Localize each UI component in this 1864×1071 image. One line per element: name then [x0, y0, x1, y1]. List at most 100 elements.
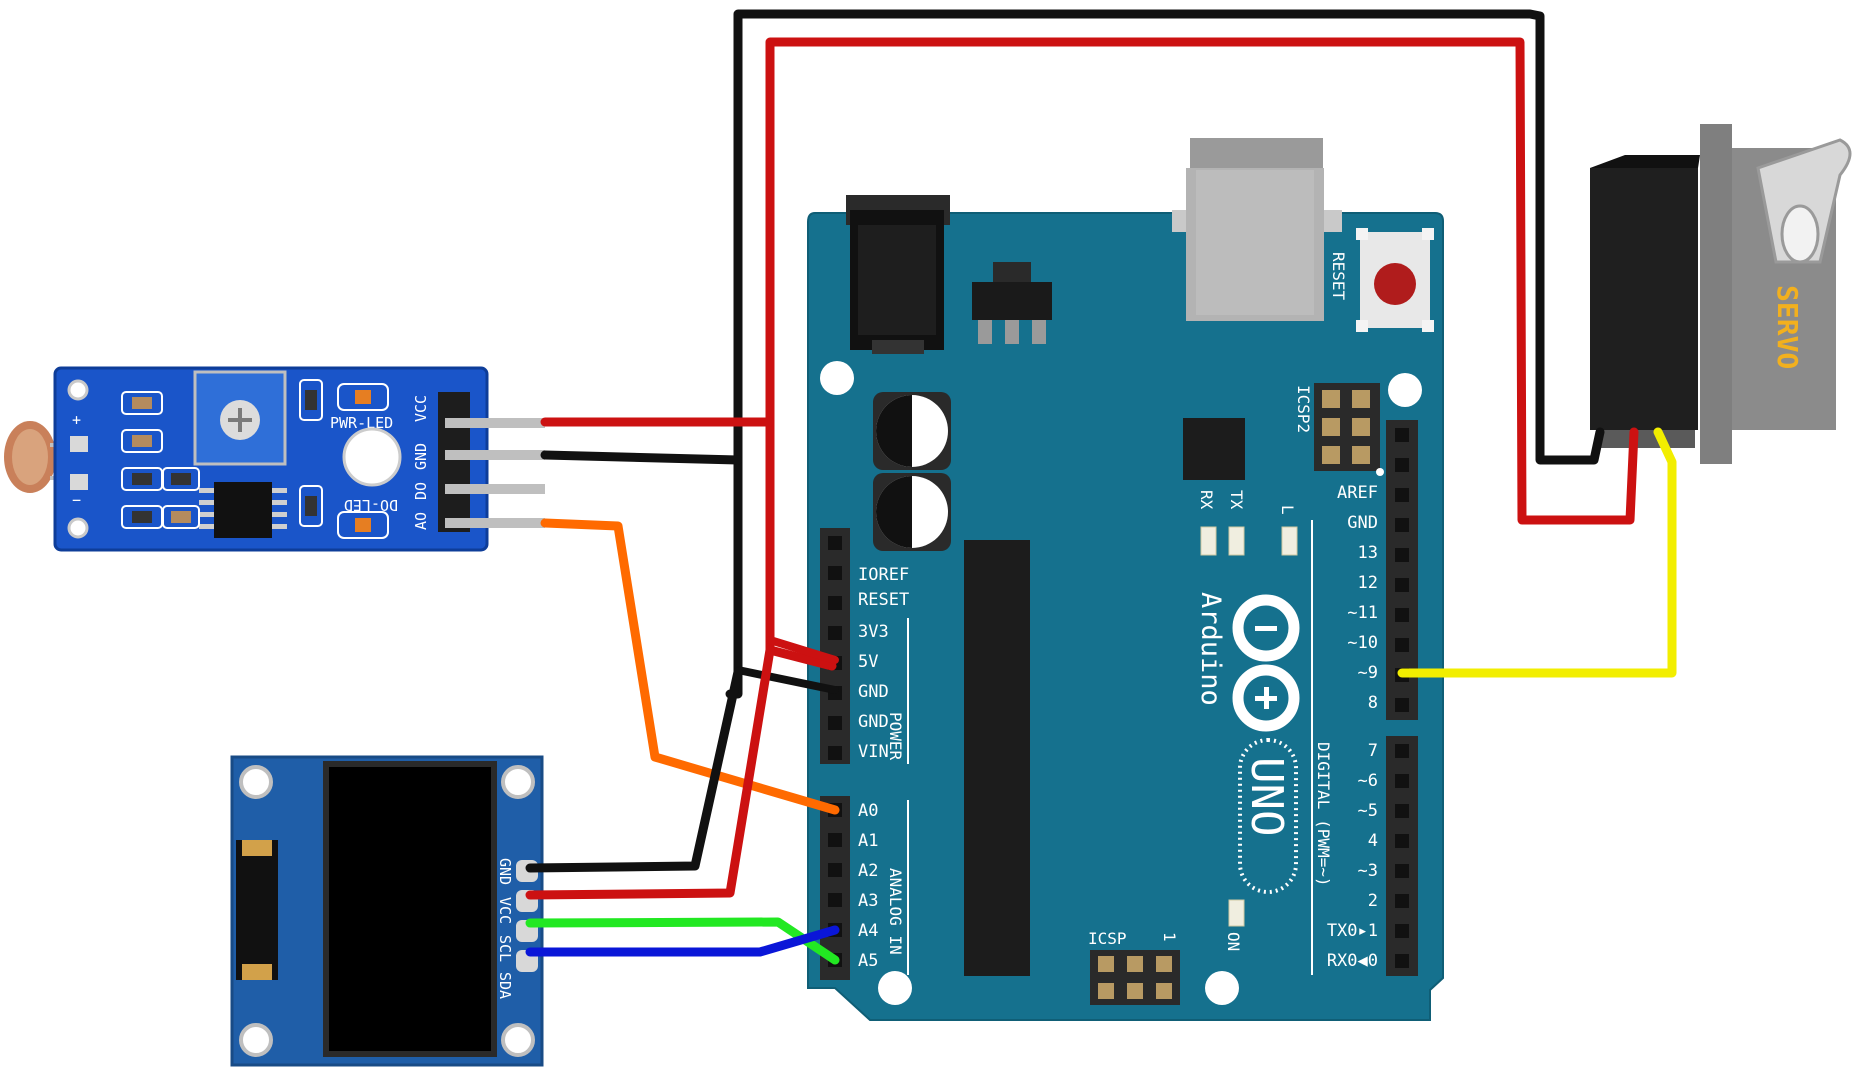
arduino-uno-board: RESET [807, 138, 1444, 1021]
analog-pin-a3: A3 [858, 891, 878, 911]
oled-pin-sda-label: SDA [496, 972, 514, 999]
wire-oled-scl [525, 917, 840, 965]
power-header [820, 528, 850, 764]
mounting-hole [67, 379, 89, 401]
digital-pin-gnd: GND [1347, 513, 1378, 533]
arduino-brand-label: Arduino [1195, 592, 1226, 706]
ldr-sensor-module: + − [4, 366, 545, 552]
atmega-chip [964, 540, 1030, 976]
mounting-hole [1205, 971, 1239, 1005]
mounting-hole [1388, 373, 1422, 407]
wire-ldr-gnd [540, 450, 743, 465]
oled-pin-vcc-label: VCC [496, 897, 514, 924]
power-pin-gnd: GND [858, 682, 889, 702]
comparator-chip [199, 482, 287, 538]
wire-ldr-ao [540, 518, 840, 815]
servo-label: SERVO [1771, 285, 1804, 369]
analog-pin-a1: A1 [858, 831, 878, 851]
l-led-label: L [1278, 505, 1297, 515]
oled-screen [323, 761, 497, 1057]
servo-motor: SERVO [1590, 124, 1852, 464]
digital-pin-2: 2 [1368, 891, 1378, 911]
mounting-hole [878, 971, 912, 1005]
mounting-hole [239, 1023, 273, 1057]
ldr-pin-gnd-label: GND [412, 443, 430, 470]
ldr-plus-label: + [72, 411, 81, 429]
voltage-regulator [972, 262, 1052, 344]
wire-5v-branch [766, 636, 839, 664]
rx-label: RX [1197, 490, 1216, 510]
usb-connector [1172, 138, 1342, 321]
power-pin-3v3: 3V3 [858, 622, 889, 642]
rx-led [1200, 526, 1217, 556]
digital-pin-4: 4 [1368, 831, 1378, 851]
icsp-pin1-label: 1 [1160, 932, 1179, 942]
digital-pin-aref: AREF [1337, 483, 1378, 503]
digital-pin-8: 8 [1368, 693, 1378, 713]
wire-oled-gnd [525, 667, 743, 873]
wire-gnd-branch [734, 666, 839, 694]
digital-pin-0: RX0◀0 [1327, 951, 1378, 971]
l-led [1281, 526, 1298, 556]
potentiometer [193, 370, 287, 466]
digital-pin-11: ~11 [1347, 603, 1378, 623]
wire-servo-signal [1397, 427, 1677, 678]
ldr-minus-label: − [72, 491, 81, 509]
ldr-header-pins [438, 392, 545, 532]
capacitor-1 [873, 392, 951, 470]
icsp2-label: ICSP2 [1294, 385, 1313, 433]
power-pin-reset: RESET [858, 590, 909, 610]
digital-pin-1: TX0▸1 [1327, 921, 1378, 941]
icsp-label: ICSP [1088, 929, 1127, 948]
mounting-hole [239, 765, 273, 799]
uno-label: UNO [1241, 757, 1292, 836]
oled-pin-scl-label: SCL [496, 935, 514, 962]
pwr-led [337, 383, 389, 411]
reset-button [1356, 228, 1434, 332]
digital-pin-10: ~10 [1347, 633, 1378, 653]
on-led [1228, 899, 1245, 927]
uno-badge [1238, 738, 1298, 894]
power-pin-ioref: IOREF [858, 565, 909, 585]
digital-header-label: DIGITAL (PWM=~) [1314, 742, 1333, 887]
tx-label: TX [1227, 490, 1246, 510]
digital-pin-13: 13 [1358, 543, 1378, 563]
digital-pin-12: 12 [1358, 573, 1378, 593]
analog-pin-a2: A2 [858, 861, 878, 881]
pwr-led-label: PWR-LED [330, 414, 393, 432]
digital-pin-6: ~6 [1358, 771, 1378, 791]
on-label: ON [1224, 932, 1243, 951]
oled-pin-gnd-label: GND [496, 858, 514, 885]
analog-header-label: ANALOG IN [886, 868, 905, 955]
wire-oled-vcc [525, 645, 775, 900]
capacitor-2 [873, 473, 951, 551]
digital-pin-5: ~5 [1358, 801, 1378, 821]
icsp-header [1090, 950, 1180, 1005]
arduino-infinity-logo [1232, 594, 1300, 732]
do-led [337, 511, 389, 539]
power-pin-gnd: GND [858, 712, 889, 732]
digital-pin-3: ~3 [1358, 861, 1378, 881]
usb-interface-chip [1183, 418, 1245, 480]
wires [525, 9, 1677, 965]
ldr-pin-ao-label: AO [412, 512, 430, 530]
dc-power-jack [846, 195, 950, 354]
wire-servo-gnd [725, 9, 1605, 699]
tx-led [1228, 526, 1245, 556]
analog-pin-a0: A0 [858, 801, 878, 821]
mounting-hole [820, 361, 854, 395]
do-led-label: DO-LED [344, 496, 398, 514]
power-pin-5v: 5V [858, 652, 878, 672]
smd-components [121, 379, 323, 529]
photoresistor [4, 421, 80, 493]
reset-label: RESET [1329, 252, 1348, 301]
digital-pin-9: ~9 [1358, 663, 1378, 683]
ldr-pin-vcc-label: VCC [412, 395, 430, 422]
ldr-pin-do-label: DO [412, 482, 430, 500]
analog-pin-a4: A4 [858, 921, 878, 941]
power-header-label: POWER [886, 712, 905, 761]
oled-display-module: GND VCC SCL SDA [230, 755, 544, 1067]
digital-pin-7: 7 [1368, 741, 1378, 761]
icsp2-header [1314, 383, 1384, 476]
